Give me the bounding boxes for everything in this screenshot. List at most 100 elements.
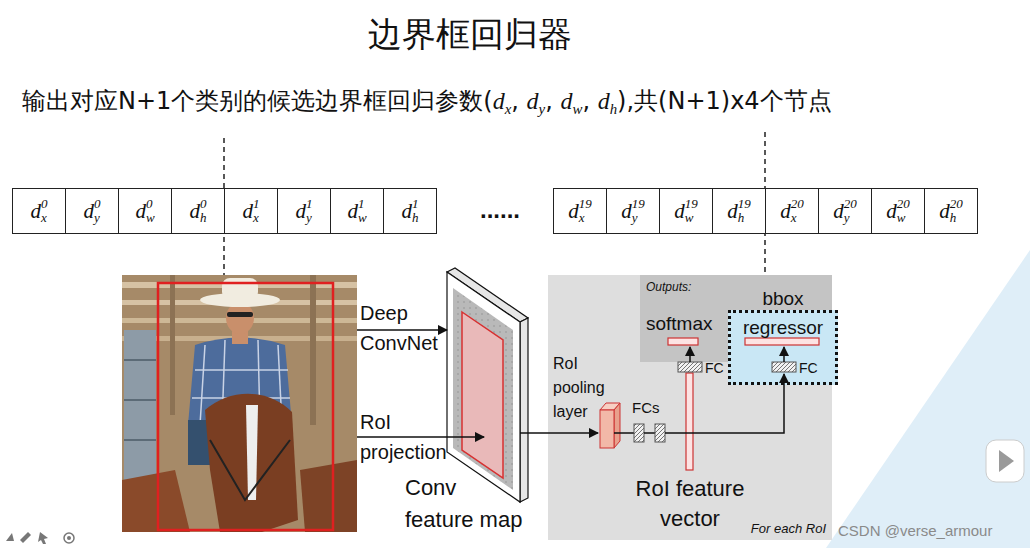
math-subscript: x [253,211,260,225]
feature-vector [686,373,693,470]
math-subscript: h [610,101,617,117]
gate-bar [124,359,156,361]
math-symbol: d [527,88,539,114]
table-cell: dx19 [553,188,607,234]
plain-text: ),共(N+1)x4个节点 [617,87,832,115]
layer-label: RoI projection [360,407,465,467]
play-icon [986,440,1024,482]
math-subscript: w [358,211,367,225]
math-subscript: h [412,211,419,225]
arrow [689,347,691,362]
arrow [520,432,598,434]
math-symbol: d [727,201,738,222]
toolbar-icon [20,532,31,543]
math-subscript: w [572,101,582,117]
math-symbol: d [242,201,253,222]
layer-label: Deep ConvNet [360,298,460,358]
math-symbol: d [568,201,579,222]
math-superscript: 19 [579,197,592,211]
title: 边界框回归器 [0,12,940,56]
math-subscript: w [897,211,910,225]
math-subscript: y [844,211,857,225]
index-stack: h19 [738,197,751,224]
table-cell: dh1 [383,188,437,234]
map-face [453,288,513,490]
index-stack: h1 [412,197,419,224]
arrow [357,329,447,331]
math-symbol: d [189,201,200,222]
toolbar-icon [38,532,48,544]
index-stack: y1 [306,197,313,224]
plain-text: , [582,87,597,115]
layer-label: RoI feature vector [615,474,765,534]
arrow [783,347,785,362]
math-symbol: d [598,88,610,114]
index-stack: w1 [358,197,367,224]
horse-back [122,470,190,532]
hat-brim [200,293,280,307]
feature-map [447,272,520,502]
index-stack: y19 [632,197,645,224]
math-superscript: 19 [738,197,751,211]
table-cell: dy20 [818,188,872,234]
math-superscript: 0 [41,197,48,211]
math-superscript: 20 [844,197,857,211]
table-cell: dw20 [871,188,925,234]
fc-layer [655,424,665,442]
fc-layer [772,362,796,372]
math-symbol: d [780,201,791,222]
layer-label: Conv feature map [405,472,526,536]
fence-post [310,275,316,425]
output-label: softmax [646,311,713,336]
math-superscript: 19 [632,197,645,211]
math-superscript: 0 [146,197,155,211]
play-icon [999,450,1014,472]
math-symbol: d [30,201,41,222]
math-symbol: d [621,201,632,222]
table-cell: dy1 [277,188,331,234]
layer-label: FC [799,359,818,377]
table-cell: dw1 [330,188,384,234]
math-subscript: w [685,211,698,225]
table-cell: dw0 [118,188,172,234]
table-cell: dx0 [12,188,66,234]
math-superscript: 0 [94,197,101,211]
math-subscript: y [539,101,546,117]
table-cell: dh0 [171,188,225,234]
table-cell: dw19 [659,188,713,234]
math-symbol: d [135,201,146,222]
math-symbol: d [493,88,505,114]
gate [124,330,156,480]
layer-label: RoI pooling layer [553,352,615,424]
panel-label: Outputs: [646,280,691,295]
roi-slab [462,312,503,478]
wire [614,432,634,434]
math-symbol: d [674,201,685,222]
index-stack: y20 [844,197,857,224]
math-subscript: y [94,211,101,225]
index-stack: h0 [200,197,207,224]
index-stack: x19 [579,197,592,224]
horse-head [205,394,298,532]
math-superscript: 20 [791,197,804,211]
index-stack: x0 [41,197,48,224]
index-stack: w19 [685,197,698,224]
photo-ground [122,275,357,532]
math-subscript: x [505,101,512,117]
table-cell: dh20 [924,188,978,234]
sunglasses [227,312,253,317]
index-stack: x20 [791,197,804,224]
plain-text: 输出对应N+1个类别的候选边界框回归参数( [22,87,493,115]
math-subscript: h [950,211,963,225]
panel-label: bbox regressor [731,284,835,342]
panel-label: For each RoI [751,521,826,537]
toolbar-icon [6,533,14,541]
math-subscript: h [738,211,751,225]
plain-text: , [511,87,526,115]
math-superscript: 0 [200,197,207,211]
arrow [357,436,484,438]
shirt-plaid [200,345,205,425]
math-subscript: y [306,211,313,225]
fc-layer [678,362,702,372]
